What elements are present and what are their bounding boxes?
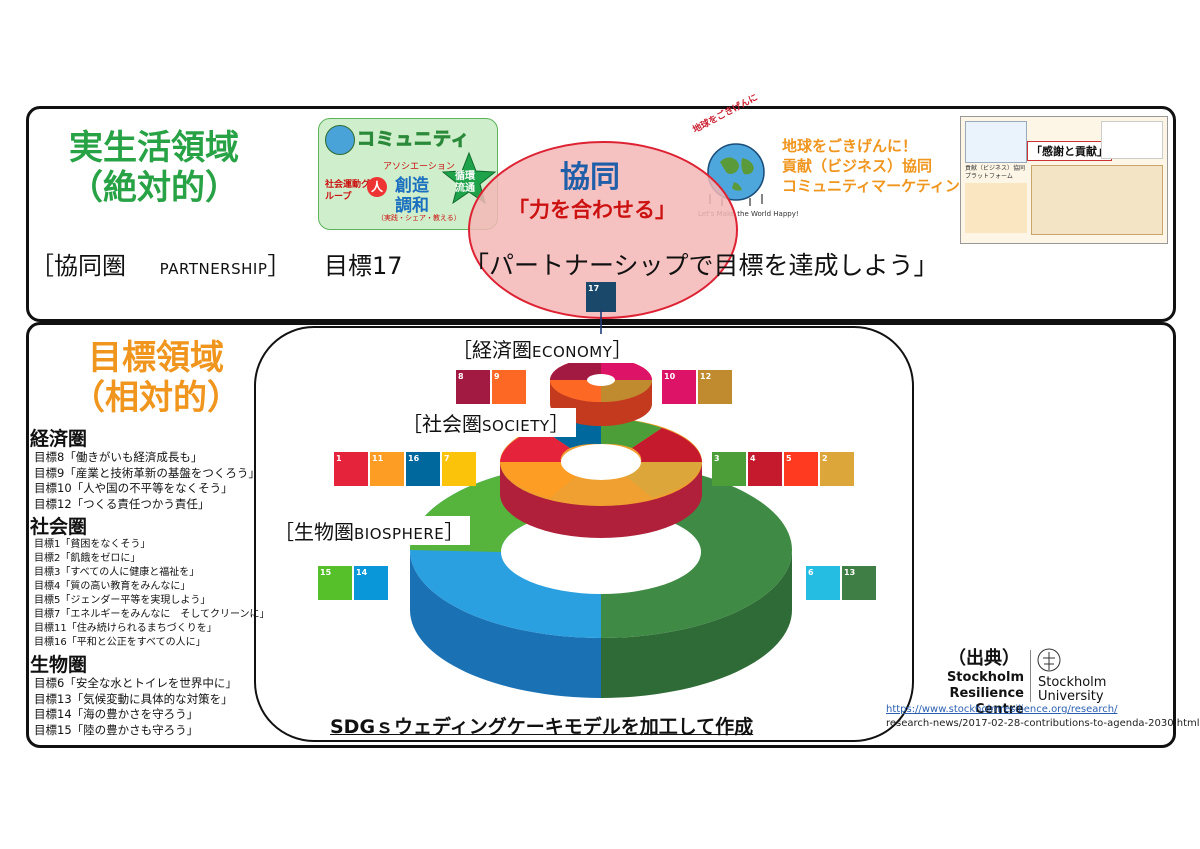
society-tag: ［社会圏SOCIETY］ (396, 408, 576, 437)
list-item: 目標11「住み続けられるまちづくりを」 (34, 623, 217, 634)
univ-logo-text: Stockholm University (1038, 675, 1107, 704)
chowa-text: 調和 (395, 196, 429, 216)
kyodo-title: 協同 (560, 160, 620, 195)
logo-divider (1030, 650, 1031, 702)
source-label: （出典） (948, 648, 1020, 669)
star-text-2: 流通 (455, 183, 475, 194)
bio-left-icons: 15 14 (318, 566, 388, 600)
wedding-cake (410, 310, 792, 698)
list-item: 目標10「人や国の不平等をなくそう」 (34, 481, 233, 495)
list-item: 目標13「気候変動に具体的な対策を」 (34, 691, 233, 706)
practice-text: （実践・シェア・教える） (377, 214, 461, 222)
society-list: 目標1「貧困をなくそう」 目標2「飢餓をゼロに」 目標3「すべての人に健康と福祉… (30, 538, 270, 650)
sdg-icon: 12 (698, 370, 732, 404)
src-logo-text: Stockholm Resilience Centre (946, 670, 1024, 717)
star-icon (441, 151, 497, 205)
star-text-1: 循環 (455, 171, 475, 182)
list-item: 目標9「産業と技術革新の基盤をつくろう」 (34, 465, 260, 480)
sdg-icon: 10 (662, 370, 696, 404)
list-item: 目標5「ジェンダー平等を実現しよう」 (34, 595, 211, 606)
sdg17-icon: 17 (586, 282, 616, 312)
list-item: 目標7「エネルギーをみんなに そしてクリーンに」 (34, 609, 270, 620)
kyodo-sub: 「力を合わせる」 (508, 198, 676, 222)
sdg-icon: 9 (492, 370, 526, 404)
sdg-icon: 15 (318, 566, 352, 600)
list-item: 目標12「つくる責任つかう責任」 (34, 496, 210, 511)
platform-map (1031, 165, 1163, 235)
society-left-icons: 1 11 16 7 (334, 452, 476, 486)
cake-caption: SDGｓウェディングケーキモデルを加工して作成 (330, 712, 754, 739)
sdg-icon: 6 (806, 566, 840, 600)
sdg-icon: 7 (442, 452, 476, 486)
bio-right-icons: 6 13 (806, 566, 876, 600)
real-life-title: 実生活領域 （絶対的） (69, 128, 239, 208)
sdg-icon: 13 (842, 566, 876, 600)
sdg-icon: 11 (370, 452, 404, 486)
assoc-label: アソシエーション (383, 162, 455, 172)
list-item: 目標6「安全な水とトイレを世界中に」 (34, 676, 237, 690)
economy-list: 目標8「働きがいも経済成長も」 目標9「産業と技術革新の基盤をつくろう」 目標1… (30, 450, 270, 512)
earth-people-icon (325, 125, 355, 155)
platform-notes (1101, 121, 1163, 159)
kyodo-ellipse (468, 141, 738, 319)
sdg-icon: 4 (748, 452, 782, 486)
goal-title: 目標領域 （相対的） (71, 338, 241, 418)
biosphere-tag: ［生物圏BIOSPHERE］ (268, 516, 471, 545)
goal-list: 経済圏 目標8「働きがいも経済成長も」 目標9「産業と技術革新の基盤をつくろう」… (30, 428, 270, 738)
community-heading: コミュニティ (357, 129, 470, 151)
source-url-link[interactable]: https://www.stockholmresilience.org/rese… (886, 704, 1118, 715)
list-item: 目標4「質の高い教育をみんなに」 (34, 581, 191, 592)
list-item: 目標15「陸の豊かさも守ろう」 (34, 722, 199, 737)
platform-diagram (965, 121, 1027, 163)
society-right-icons: 3 4 5 2 (712, 452, 854, 486)
biosphere-head: 生物圏 (30, 654, 88, 676)
list-item: 目標16「平和と公正をすべての人に」 (34, 637, 206, 648)
platform-thumbnail: 「感謝と貢献」 貢献（ビジネス）協同プラットフォーム (960, 116, 1168, 244)
sdg-icon: 2 (820, 452, 854, 486)
biosphere-list: 目標6「安全な水とトイレを世界中に」 目標13「気候変動に具体的な対策を」 目標… (30, 676, 270, 738)
sdg-icon: 14 (354, 566, 388, 600)
partnership-label: ［協同圏 PARTNERSHIP］ (30, 252, 292, 280)
list-item: 目標1「貧困をなくそう」 (34, 539, 151, 550)
list-item: 目標2「飢餓をゼロに」 (34, 553, 141, 564)
globe-icon (707, 143, 765, 206)
sdg-icon: 8 (456, 370, 490, 404)
sozo-text: 創造 (395, 176, 429, 196)
economy-head: 経済圏 (30, 428, 88, 450)
community-card: コミュニティ 社会運動グループ 人 アソシエーション 創造 調和 （実践・シェア… (318, 118, 498, 230)
orange-heading: 地球をごきげんに！ 貢献（ビジネス）協同 コミュニティマーケティング (782, 137, 975, 195)
sdg-icon: 5 (784, 452, 818, 486)
social-group-label: 社会運動グループ (325, 180, 371, 202)
platform-sub: 貢献（ビジネス）協同プラットフォーム (965, 165, 1026, 180)
society-head: 社会圏 (30, 516, 88, 538)
list-item: 目標3「すべての人に健康と福祉を」 (34, 567, 200, 578)
platform-blocks (965, 183, 1027, 233)
economy-tag: ［経済圏ECONOMY］ (446, 334, 639, 363)
sdg-icon: 16 (406, 452, 440, 486)
society-tier (500, 418, 702, 538)
economy-right-icons: 10 12 (662, 370, 732, 404)
economy-left-icons: 8 9 (456, 370, 526, 404)
list-item: 目標14「海の豊かさを守ろう」 (34, 707, 199, 721)
person-badge: 人 (367, 177, 387, 197)
source-url-cont: research-news/2017-02-28-contributions-t… (886, 718, 1200, 729)
sdg-icon: 3 (712, 452, 746, 486)
cake-frame (254, 326, 914, 742)
globe-caption: Let's Make the World Happy! (698, 210, 799, 218)
goal17-text: 「パートナーシップで目標を達成しよう」 (464, 251, 939, 280)
university-seal-icon (1037, 648, 1061, 672)
sdg-icon: 1 (334, 452, 368, 486)
goal17-label: 目標17 (324, 252, 403, 280)
platform-title: 「感謝と貢献」 (1027, 141, 1112, 161)
list-item: 目標8「働きがいも経済成長も」 (34, 450, 203, 464)
